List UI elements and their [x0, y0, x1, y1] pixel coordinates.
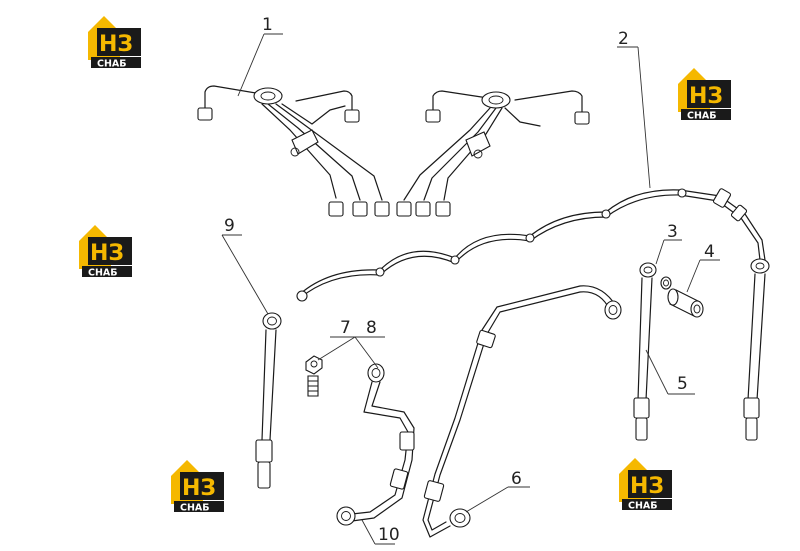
logo-subtext: СНАБ: [628, 501, 658, 512]
logo-subtext: СНАБ: [180, 503, 210, 514]
callout-7: 7: [340, 318, 351, 338]
logo-subtext: СНАБ: [97, 59, 127, 70]
part-1-injection-pipes: [197, 85, 590, 217]
callout-1: 1: [262, 15, 273, 35]
logo-mid-left: НЗ СНАБ: [79, 225, 132, 279]
part-9-hose: [255, 312, 282, 489]
callout-2: 2: [618, 29, 629, 49]
part-4-banjo-bolt: [667, 288, 704, 318]
part-2-return-line: [296, 188, 770, 302]
logo-text: НЗ: [182, 476, 216, 501]
callout-9: 9: [224, 216, 235, 236]
part-3-washer: [660, 276, 672, 290]
logo-text: НЗ: [689, 84, 723, 109]
logo-top-left: НЗ СНАБ: [88, 16, 141, 70]
logo-bottom-right: НЗ СНАБ: [619, 458, 672, 512]
part-5-hoses: [633, 262, 766, 441]
part-6-long-pipe: [422, 285, 622, 538]
callout-5: 5: [677, 374, 688, 394]
part-8-fitting: [307, 375, 319, 397]
logo-bottom-left: НЗ СНАБ: [171, 460, 224, 514]
logo-subtext: СНАБ: [687, 111, 717, 122]
logo-text: НЗ: [630, 474, 664, 499]
callout-6: 6: [511, 469, 522, 489]
logo-text: НЗ: [99, 32, 133, 57]
callout-4: 4: [704, 242, 715, 262]
leader-lines: [221, 33, 720, 545]
part-10-pipe: [336, 363, 415, 526]
part-7-nut: [305, 355, 323, 375]
logo-subtext: СНАБ: [88, 268, 118, 279]
callout-10: 10: [378, 525, 400, 545]
logo-text: НЗ: [90, 241, 124, 266]
logo-top-right: НЗ СНАБ: [678, 68, 731, 122]
callout-8: 8: [366, 318, 377, 338]
callout-3: 3: [667, 222, 678, 242]
